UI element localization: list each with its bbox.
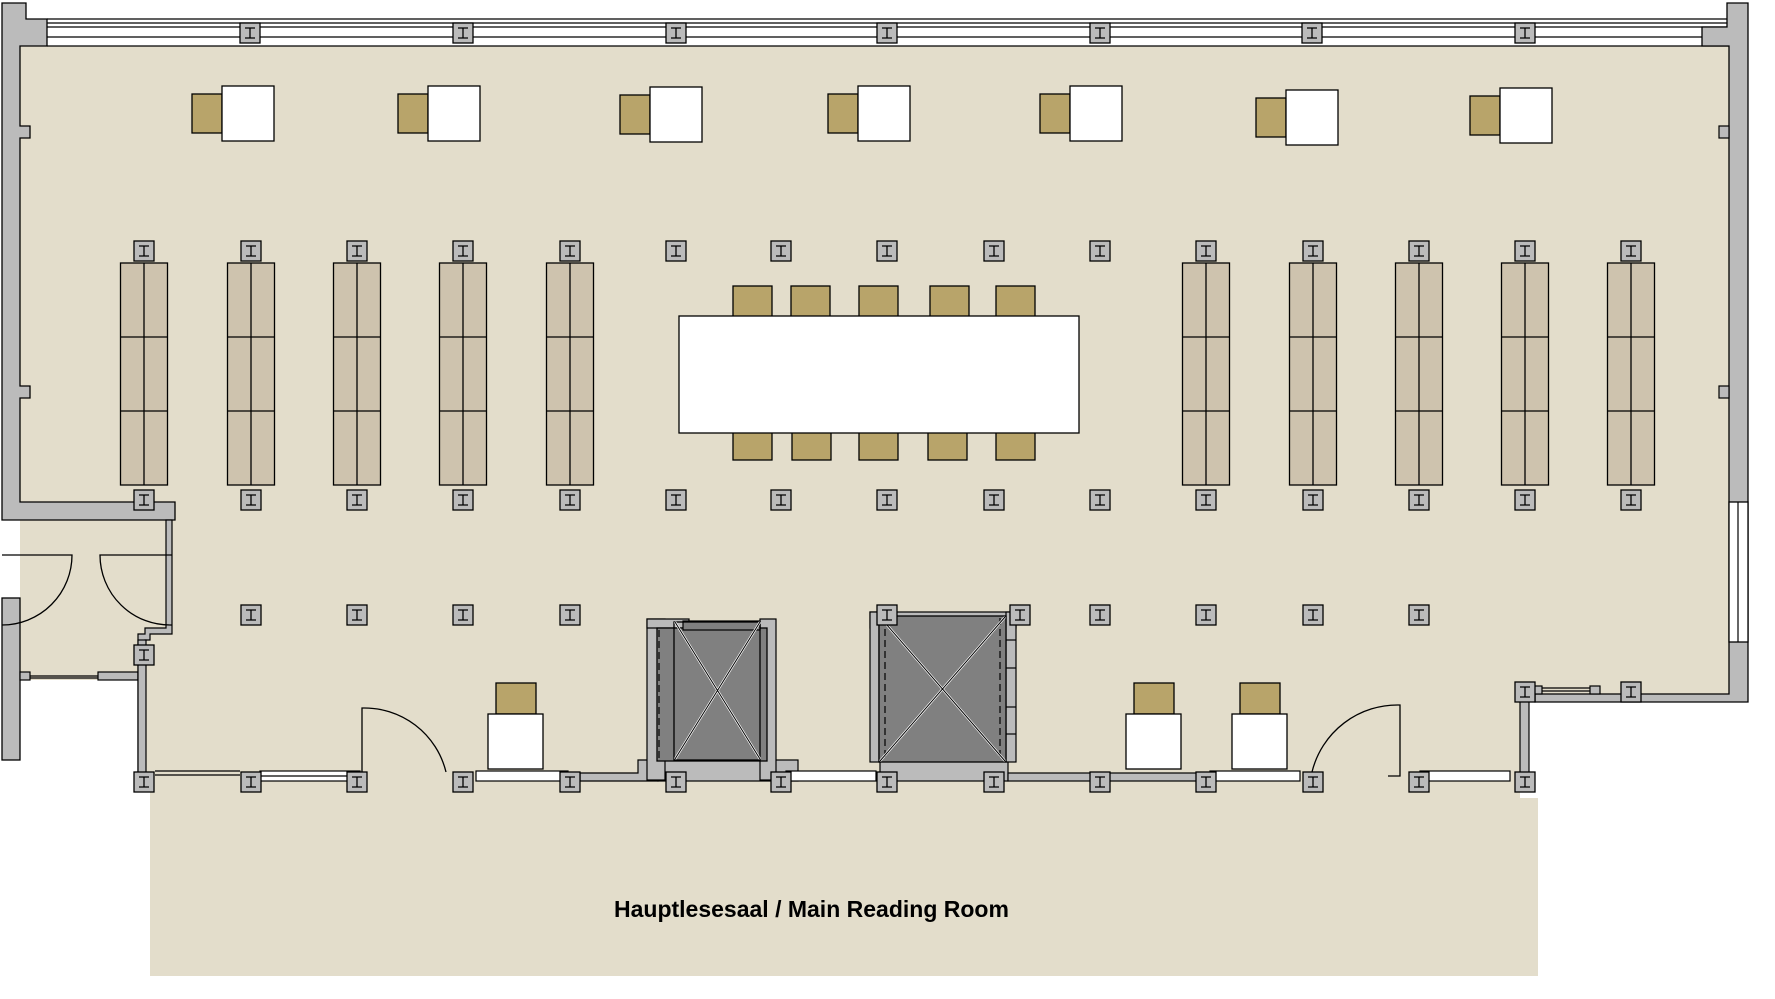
desk-2 (397, 85, 481, 142)
room-label: Hauptlesesaal / Main Reading Room (614, 896, 1009, 922)
bottom-wall (155, 759, 1511, 782)
desk-b1 (487, 682, 544, 770)
desk-5 (1039, 85, 1123, 142)
elevator-left (646, 618, 777, 781)
desk-b2 (1125, 682, 1182, 770)
outer-walls (1, 2, 1749, 782)
floor-area (20, 46, 1775, 976)
elevator-right (869, 611, 1017, 763)
desk-3 (619, 86, 703, 143)
desk-7 (1469, 87, 1553, 144)
desk-6 (1255, 89, 1339, 146)
door-bottom-left[interactable] (361, 707, 447, 776)
door-vestibule-right[interactable] (99, 554, 173, 626)
desk-1 (191, 85, 275, 142)
door-vestibule-left[interactable] (1, 554, 73, 626)
top-desks (191, 85, 1553, 146)
center-reading-table (678, 285, 1080, 461)
desk-b3 (1231, 682, 1288, 770)
desk-4 (827, 85, 911, 142)
doors[interactable] (1, 554, 1401, 785)
bottom-desks (487, 682, 1288, 770)
